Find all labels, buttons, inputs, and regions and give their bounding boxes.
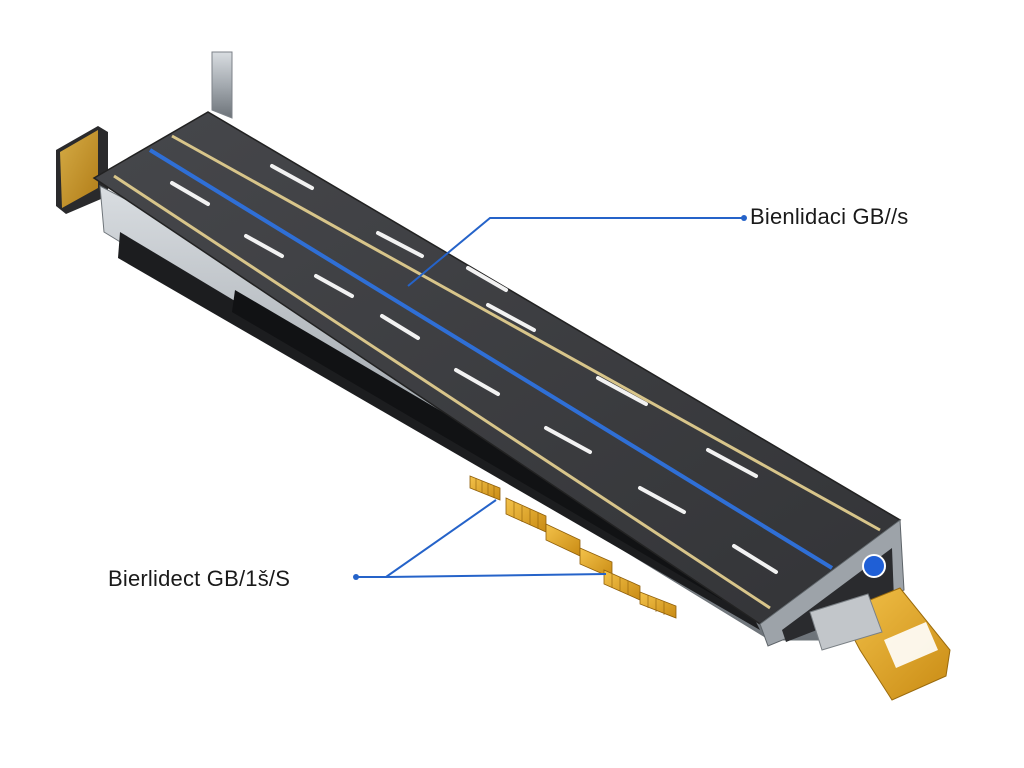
- callout-dot-top: [741, 215, 747, 221]
- lane-dashes-upper: [170, 164, 758, 478]
- pcie-gold-fingers: [469, 475, 677, 619]
- callout-line-top: [407, 217, 742, 287]
- mounting-bracket: [211, 51, 233, 119]
- callout-line-bottom: [356, 499, 497, 578]
- callout-label-top: Bienlidaci GB//s: [750, 204, 909, 229]
- card-end-cap: [759, 519, 905, 647]
- callout-label-bottom: Bierlidect GB/1š/S: [108, 566, 291, 591]
- status-indicator-dot: [862, 554, 886, 578]
- center-lane-line: [148, 148, 834, 570]
- callout-dot-bottom: [353, 574, 359, 580]
- lane-dashes-lower: [244, 234, 778, 574]
- callout-lines: [356, 217, 742, 578]
